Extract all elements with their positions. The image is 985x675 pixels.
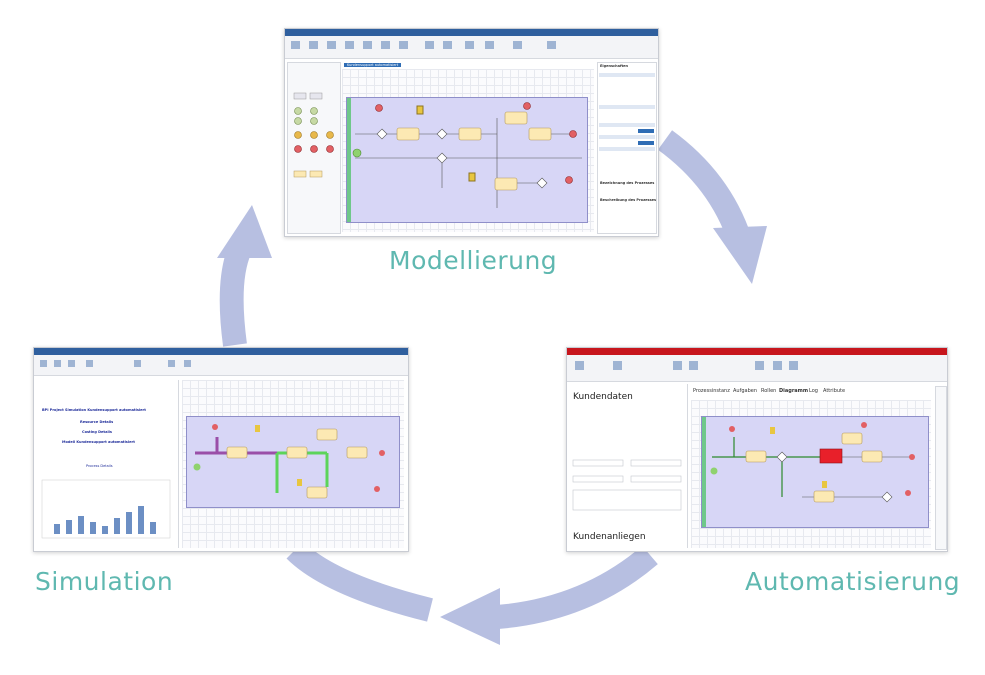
ribbon-icons <box>291 41 556 49</box>
description-label: Beschreibung des Prozesses <box>600 198 657 202</box>
tab-aufgaben[interactable]: Aufgaben <box>733 388 758 394</box>
bpmn-pool-runtime <box>701 416 929 528</box>
diagram-tab[interactable]: Kundensupport automatisiert <box>344 63 402 67</box>
simulation-canvas[interactable] <box>182 380 404 548</box>
instance-tabs: Prozessinstanz Aufgaben Rollen Diagramm … <box>691 386 931 396</box>
bpmn-process-runtime <box>702 417 915 527</box>
automation-canvas[interactable] <box>691 400 931 548</box>
description-heading: Bezeichnung des Prozesses <box>600 181 655 185</box>
report-title: BPI Project Simulation Kundensupport aut… <box>42 408 146 412</box>
process-details-heading: Process Details <box>86 464 113 468</box>
properties-panel: Eigenschaften Bezeichnung des Prozesses … <box>597 62 657 234</box>
histogram <box>41 479 171 539</box>
title-bar <box>34 348 408 355</box>
link-costing-details[interactable]: Costing Details <box>82 430 112 434</box>
stage-label-simulation: Simulation <box>35 567 174 596</box>
stage-label-automation: Automatisierung <box>745 567 961 596</box>
bpmn-pool <box>346 97 588 223</box>
title-bar <box>285 29 658 36</box>
arrowhead-simulation <box>440 588 500 645</box>
bpmn-pool-animated <box>186 416 400 508</box>
form-title: Kundendaten <box>573 392 633 402</box>
simulation-report: BPI Project Simulation Kundensupport aut… <box>36 380 179 548</box>
toolbox-shapes <box>293 92 334 178</box>
bpmn-process-animated <box>193 424 385 499</box>
bpmn-process <box>347 98 582 222</box>
form-footer: Kundenanliegen <box>573 532 646 542</box>
tab-rollen[interactable]: Rollen <box>761 388 777 394</box>
tab-attribute[interactable]: Attribute <box>823 388 846 394</box>
toolbox-panel <box>287 62 341 234</box>
customer-form: Kundendaten Kundenanliegen <box>569 384 688 548</box>
arrow-modeling-to-automation <box>657 130 752 244</box>
side-toolbar <box>935 386 947 550</box>
ribbon-toolbar <box>34 355 408 376</box>
stage-label-modeling: Modellierung <box>389 246 558 275</box>
ribbon-icons <box>575 361 798 370</box>
diagram-canvas[interactable]: Kundensupport automatisiert <box>342 63 594 232</box>
modeling-screenshot: Kundensupport automatisiert <box>284 28 659 237</box>
automation-screenshot: Kundendaten Kundenanliegen Prozessinstan… <box>566 347 948 552</box>
simulation-screenshot: BPI Project Simulation Kundensupport aut… <box>33 347 409 552</box>
arrowhead-automation <box>713 226 767 284</box>
ribbon-toolbar <box>567 355 947 382</box>
link-resource-details[interactable]: Resource Details <box>80 420 114 424</box>
ribbon-toolbar <box>285 36 658 59</box>
arrowhead-modeling <box>217 205 272 258</box>
tab-diagramm[interactable]: Diagramm <box>779 388 809 394</box>
properties-title: Eigenschaften <box>600 64 629 68</box>
properties-rows <box>599 73 655 151</box>
tab-prozessinstanz[interactable]: Prozessinstanz <box>693 388 730 394</box>
arrow-automation-to-simulation <box>479 545 658 630</box>
form-fields <box>572 459 682 511</box>
link-model[interactable]: Modell Kundensupport automatisiert <box>62 440 135 444</box>
title-bar <box>567 348 947 355</box>
ribbon-icons <box>40 360 191 367</box>
tab-log[interactable]: Log <box>809 388 818 394</box>
